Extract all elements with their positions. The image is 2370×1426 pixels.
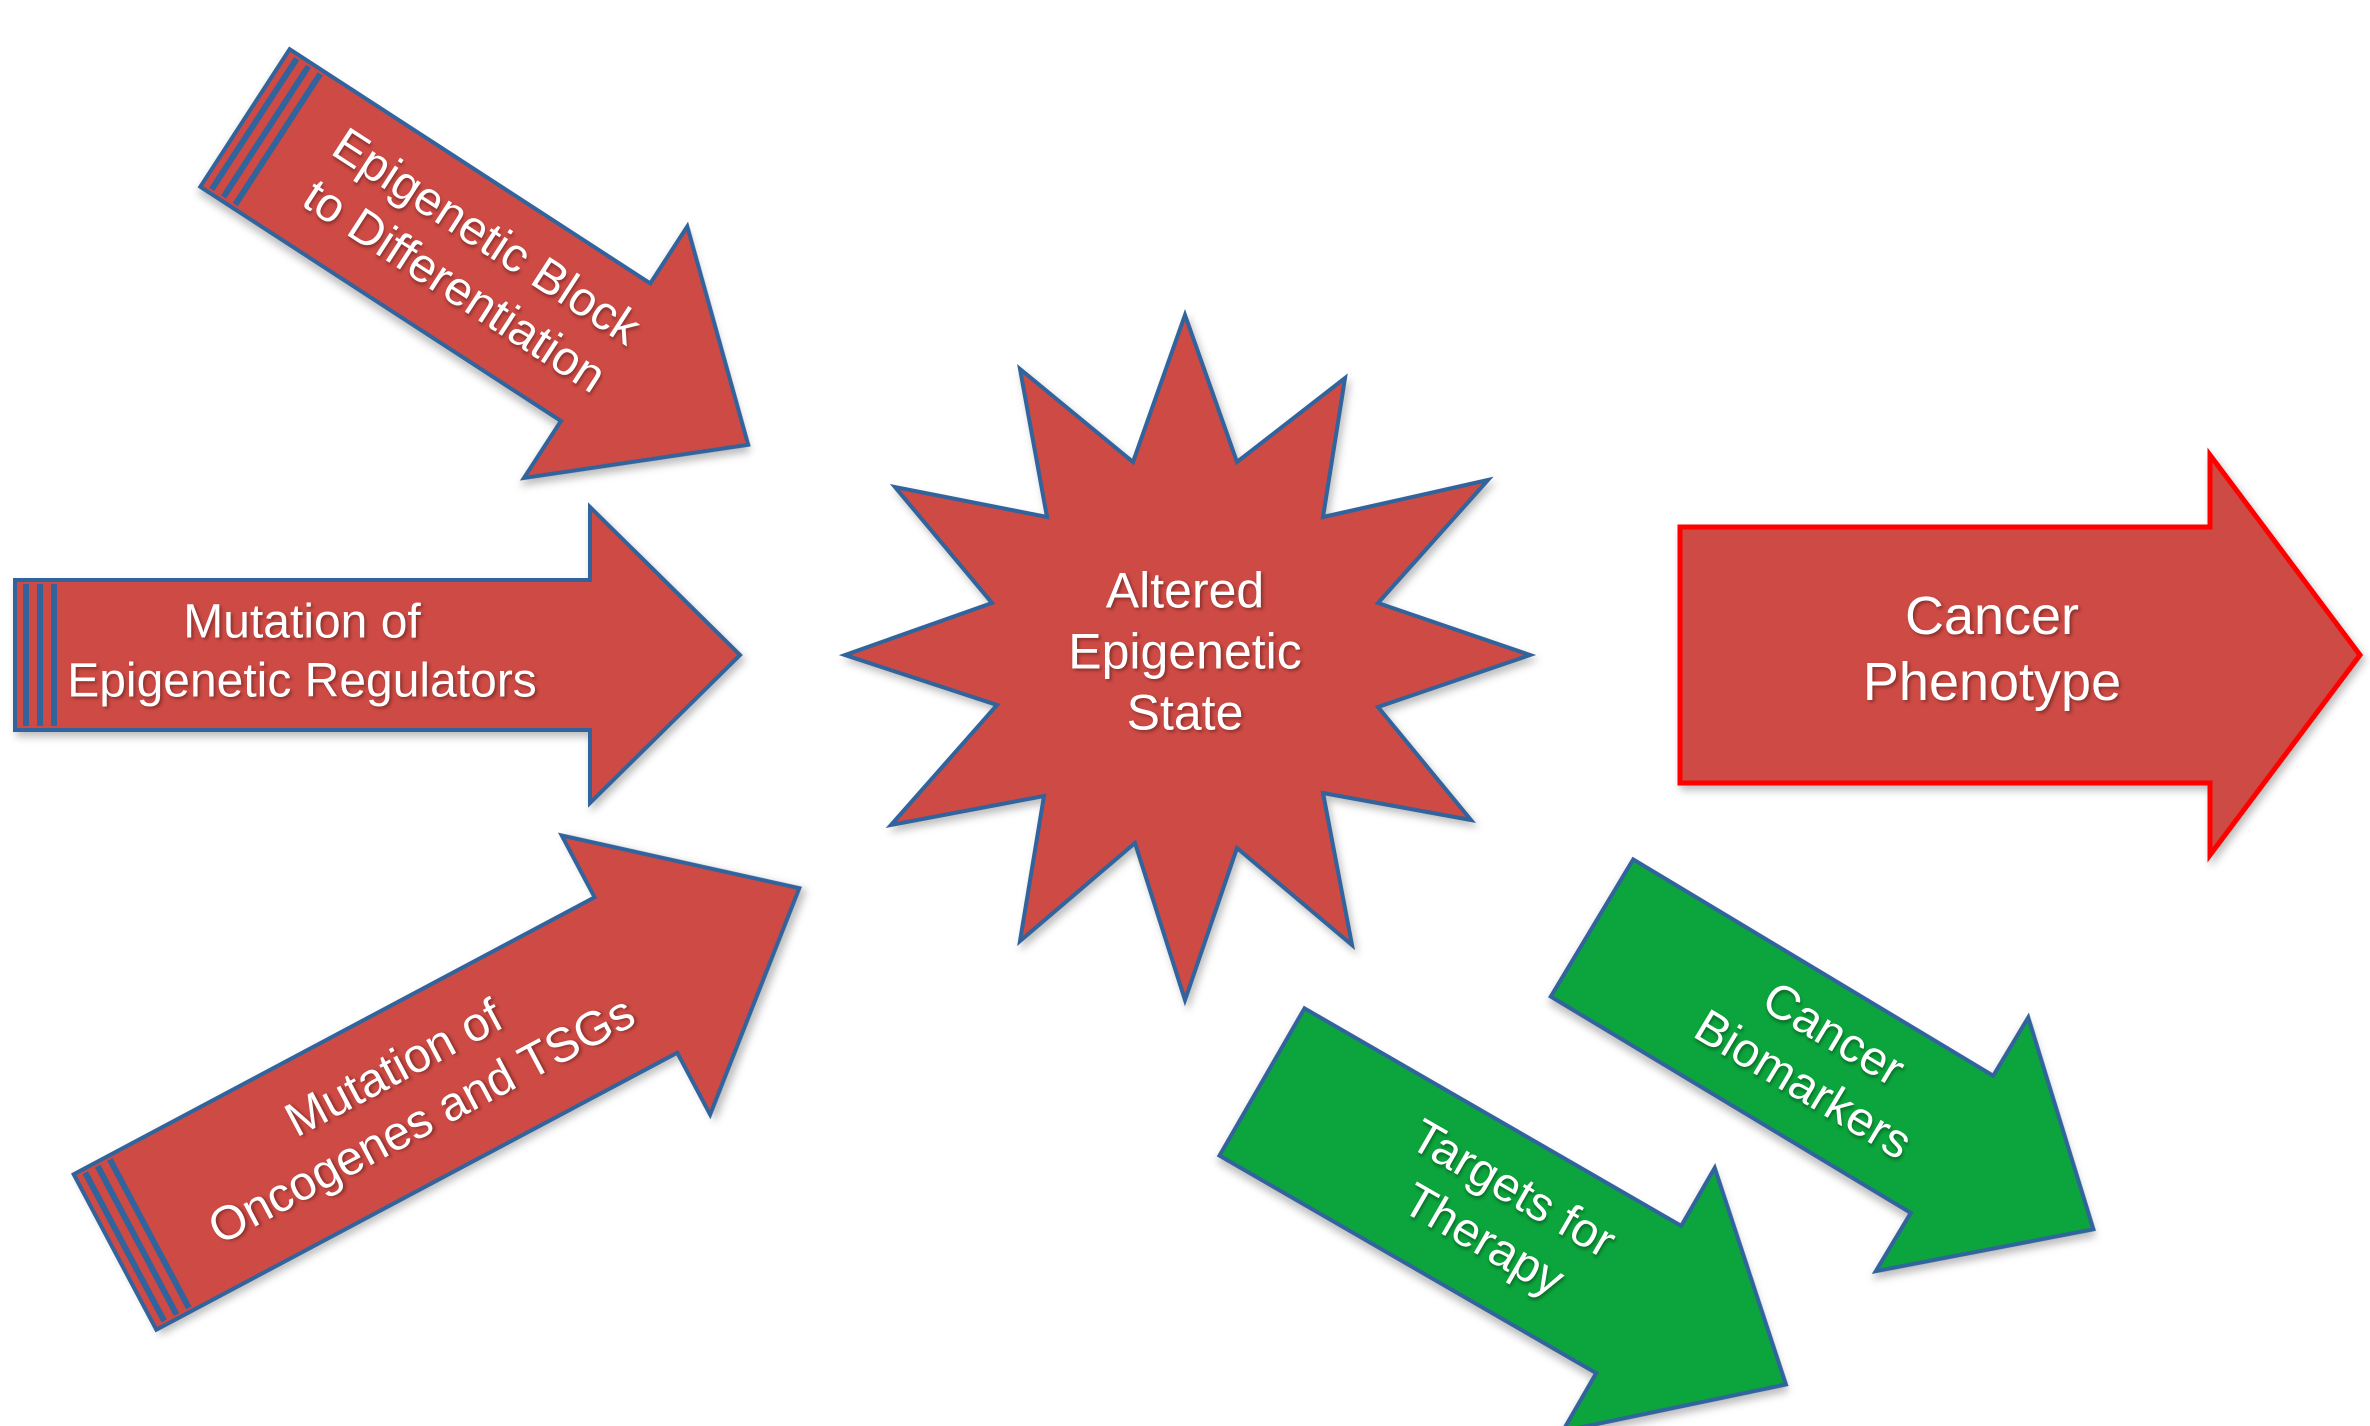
arrow-epigenetic-block-shape (197, 46, 751, 481)
tail-stripe (82, 1171, 167, 1323)
label-mutation-regulators: Mutation of Epigenetic Regulators (67, 595, 537, 707)
arrow-mutation-oncogenes (70, 832, 803, 1333)
tail-stripe (107, 1158, 192, 1310)
label-altered-state: Altered Epigenetic State (1068, 562, 1302, 741)
arrow-targets-therapy-shape (1216, 1005, 1789, 1426)
arrow-targets-therapy (1216, 1005, 1789, 1426)
arrow-cancer-biomarkers (1548, 856, 2097, 1274)
tail-stripe (23, 584, 29, 726)
tail-stripe (232, 72, 323, 207)
arrow-mutation-regulators (13, 502, 743, 808)
arrow-mutation-regulators-shape (13, 502, 743, 808)
arrow-cancer-phenotype-shape (1677, 447, 2364, 863)
arrow-cancer-biomarkers-shape (1548, 856, 2097, 1274)
tail-stripe (94, 1164, 180, 1316)
tail-stripe (37, 584, 43, 726)
tail-stripe (51, 584, 57, 726)
starburst-altered-state-shape (838, 309, 1537, 1007)
arrow-epigenetic-block (197, 46, 751, 481)
arrow-mutation-oncogenes-shape (70, 832, 803, 1333)
label-cancer-phenotype: Cancer Phenotype (1862, 586, 2122, 712)
tail-stripe (209, 56, 300, 192)
tail-stripe (220, 64, 311, 199)
arrow-cancer-phenotype (1677, 447, 2364, 863)
